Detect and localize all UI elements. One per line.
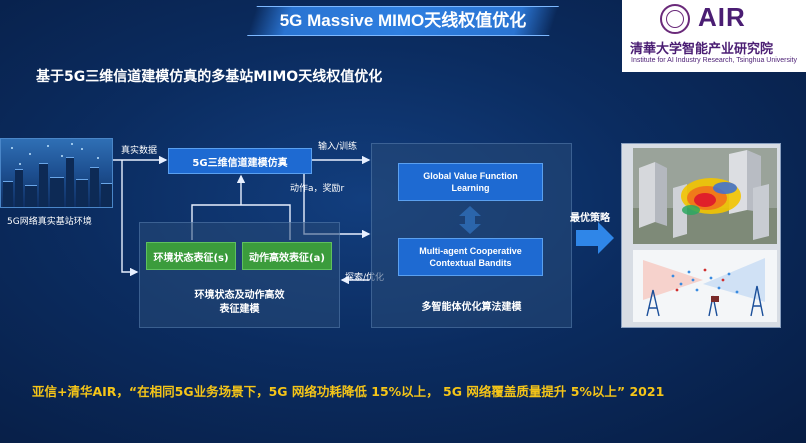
- rep-label-line-1: 环境状态及动作高效: [194, 290, 285, 301]
- rep-label-line-2: 表征建模: [219, 304, 260, 315]
- input-train-label: 输入/训练: [318, 142, 358, 152]
- tsinghua-seal-icon: [660, 4, 690, 34]
- representation-panel: [139, 222, 340, 328]
- algorithm-panel-label: 多智能体优化算法建模: [421, 302, 522, 313]
- gvf-learning-box: Global Value Function Learning: [398, 163, 543, 201]
- macb-box: Multi-agent Cooperative Contextual Bandi…: [398, 238, 543, 276]
- air-logo: AIR: [698, 2, 746, 32]
- logo-en-name: Institute for AI Industry Research, Tsin…: [631, 57, 798, 64]
- representation-panel-label: 环境状态及动作高效 表征建模: [139, 289, 340, 317]
- state-representation-box: 环境状态表征(s): [146, 242, 236, 270]
- 3d-beam-simulation-image: [633, 148, 777, 244]
- explore-optimize-label: 探索/优化: [345, 273, 385, 283]
- gvf-line-1: Global Value Function: [423, 171, 518, 181]
- action-representation-box: 动作高效表征(a): [242, 242, 332, 270]
- gvf-line-2: Learning: [451, 183, 490, 193]
- macb-line-1: Multi-agent Cooperative: [419, 246, 522, 256]
- footer-quote: 亚信+清华AIR，“在相同5G业务场景下，5G 网络功耗降低 15%以上， 5G…: [32, 384, 665, 399]
- real-data-label: 真实数据: [121, 146, 158, 156]
- logo-panel: [622, 0, 806, 72]
- slide-subtitle: 基于5G三维信道建模仿真的多基站MIMO天线权值优化: [36, 69, 383, 85]
- action-reward-label: 动作a，奖励r: [290, 184, 345, 194]
- best-policy-label: 最优策略: [570, 213, 610, 224]
- best-policy-arrow-icon: [576, 222, 614, 254]
- logo-cn-name: 清華大学智能产业研究院: [630, 42, 774, 57]
- multi-cell-beam-diagram: [633, 250, 777, 322]
- slide-title: 5G Massive MIMO天线权值优化: [279, 11, 527, 30]
- arrow-city-to-rep: [121, 160, 139, 277]
- channel-sim-box: 5G三维信道建模仿真: [168, 148, 312, 174]
- city-photo: [0, 138, 113, 208]
- macb-line-2: Contextual Bandits: [429, 258, 512, 268]
- env-label: 5G网络真实基站环境: [7, 217, 92, 227]
